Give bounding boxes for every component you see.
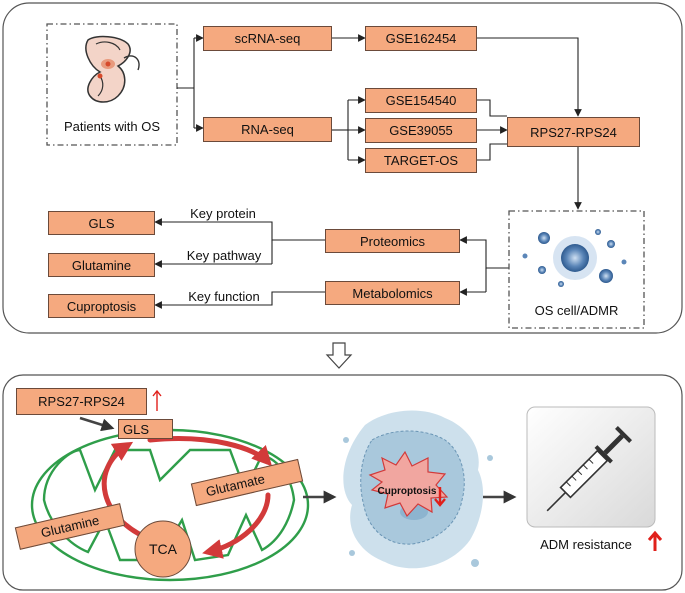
knee-illustration — [85, 35, 140, 103]
result-box: Glutamine — [48, 253, 155, 277]
dataset-box: TARGET-OS — [365, 148, 477, 173]
up-arrow-icon — [152, 389, 162, 411]
bottom-panel — [2, 374, 683, 591]
gene-pair-box: RPS27-RPS24 — [16, 388, 147, 415]
result-box: Cuproptosis — [48, 294, 155, 318]
result-box: GLS — [48, 211, 155, 235]
relation-label: Key function — [188, 288, 260, 304]
dataset-box: GSE154540 — [365, 88, 477, 113]
proteomics-box: Proteomics — [325, 229, 460, 253]
down-arrow-icon — [434, 487, 446, 507]
cell-box — [508, 210, 645, 329]
tca-label: TCA — [149, 541, 177, 557]
tca-node — [134, 520, 192, 578]
relation-label: Key pathway — [186, 247, 262, 263]
cuproptosis-label: Cuproptosis — [377, 485, 437, 497]
cell-label: OS cell/ADMR — [534, 302, 619, 318]
starburst-icon — [368, 450, 449, 518]
top-panel — [2, 2, 683, 334]
down-arrow-icon — [325, 342, 353, 369]
patients-box — [46, 23, 178, 146]
relation-label: Key protein — [190, 205, 256, 221]
syringe-icon — [546, 425, 633, 512]
gls-box: GLS — [118, 419, 173, 439]
dataset-box: GSE39055 — [365, 118, 477, 143]
cancer-cell-icon — [522, 229, 627, 287]
rna-seq-box: RNA-seq — [203, 117, 332, 142]
metabolomics-box: Metabolomics — [325, 281, 460, 305]
patients-label: Patients with OS — [63, 118, 161, 134]
gene-pair-box: RPS27-RPS24 — [507, 117, 640, 147]
up-arrow-icon — [647, 530, 663, 551]
scrna-seq-box: scRNA-seq — [203, 26, 332, 51]
resistance-label: ADM resistance — [540, 536, 632, 552]
dataset-box: GSE162454 — [365, 26, 477, 51]
